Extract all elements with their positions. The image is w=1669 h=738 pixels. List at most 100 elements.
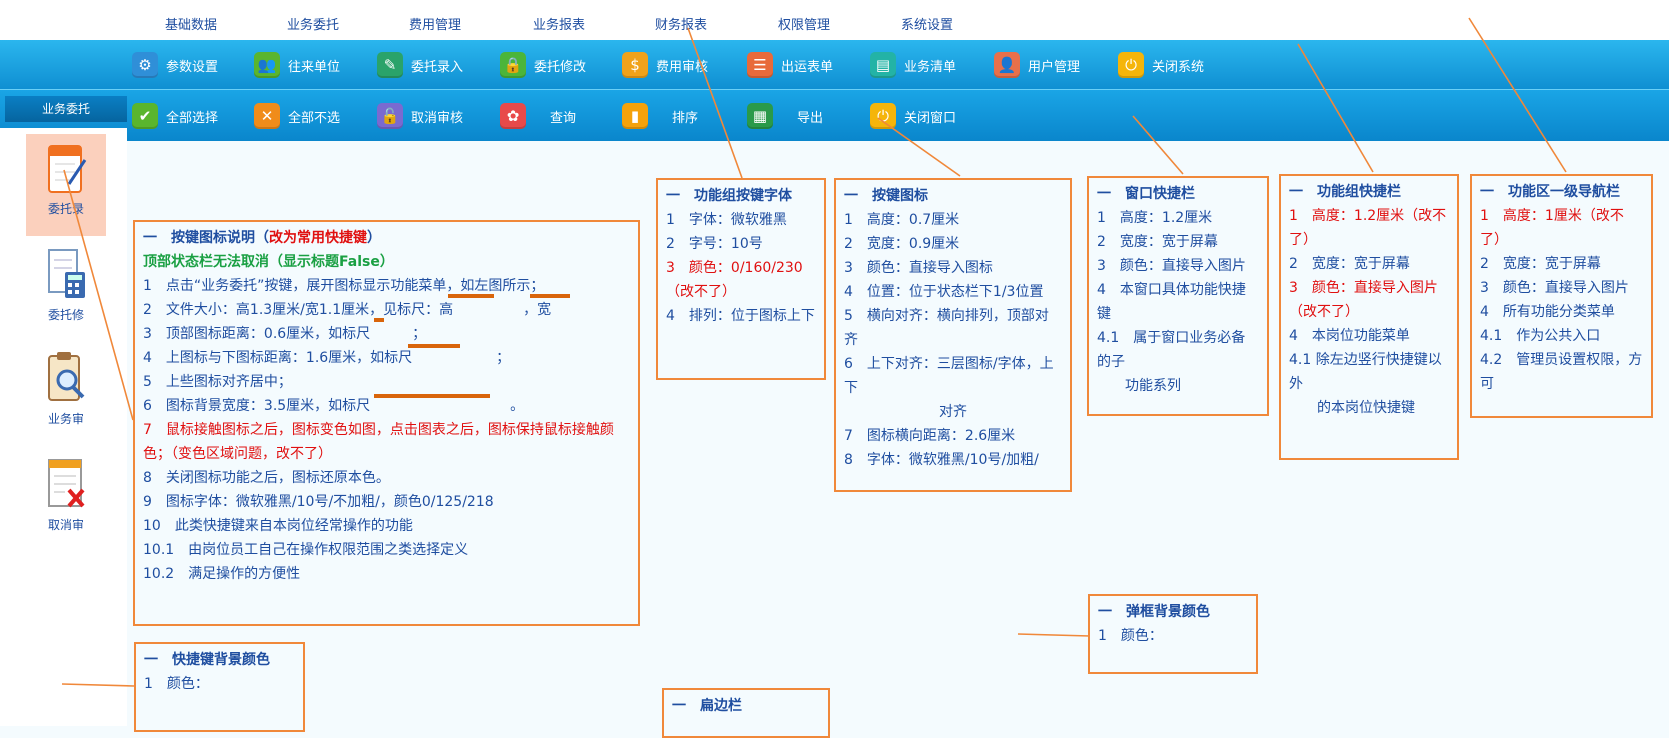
window-shortcut-bar: ✔全部选择 ✕全部不选 🔓取消审核 ✿查询 ▮排序 ▦ 导出 ⏻关闭窗口	[0, 89, 1669, 141]
toolbar-button-cancel-audit[interactable]: 🔓取消审核	[377, 103, 463, 129]
power-icon: ⏻	[870, 103, 896, 129]
note-line: 4 位置：位于状态栏下1/3位置	[844, 284, 1044, 300]
edit-icon: ✎	[377, 52, 403, 78]
toolbar-button-sort[interactable]: ▮排序	[622, 103, 698, 129]
ruler-mark	[374, 394, 490, 398]
sidebar-item-cancel-audit[interactable]: 取消审	[26, 456, 106, 533]
sidebar-item-label: 委托修	[47, 308, 84, 322]
spreadsheet-icon: ▦	[747, 103, 773, 129]
toolbar-button-modify[interactable]: 🔒委托修改	[500, 52, 586, 78]
note-line: 4 本岗位功能菜单	[1289, 328, 1410, 344]
note-line: 10 此类快捷键来自本岗位经常操作的功能	[143, 518, 413, 534]
note-line: 2 宽度：宽于屏幕	[1097, 234, 1218, 250]
button-label: 取消审核	[411, 110, 464, 126]
toolbar-button-parameter-settings[interactable]: ⚙ 参数设置	[132, 52, 218, 78]
clipboard-icon: ▤	[870, 52, 896, 78]
note-line: 4.1 作为公共入口	[1480, 328, 1601, 344]
note-line: 2 文件大小：高1.3厘米/宽1.1厘米，见标尺：高 ，宽	[143, 302, 552, 318]
nav-item-financial-reports[interactable]: 财务报表	[655, 18, 708, 33]
button-label: 关闭系统	[1152, 59, 1205, 75]
toolbar-button-shipping-form[interactable]: ☰出运表单	[747, 52, 833, 78]
button-label: 排序	[672, 110, 699, 126]
toolbar-button-contacts[interactable]: 👥往来单位	[254, 52, 340, 78]
gear-icon: ⚙	[132, 52, 158, 78]
toolbar-button-close-system[interactable]: ⏻ 关闭系统	[1118, 52, 1204, 78]
button-label: 往来单位	[288, 59, 341, 75]
note-title: 一 按键图标	[844, 188, 928, 204]
note-line: 2 字号：10号	[666, 236, 763, 252]
note-icon-button-description: 一 按键图标说明（改为常用快捷键）顶部状态栏无法取消（显示标题False） 1 …	[133, 220, 640, 626]
nav-item-permission-management[interactable]: 权限管理	[778, 18, 831, 33]
note-line: 4.2 管理员设置权限，方可	[1480, 352, 1643, 392]
button-label: 参数设置	[166, 59, 219, 75]
note-line: 1 点击“业务委托”按键，展开图标显示功能菜单，如左图所示；	[143, 278, 545, 294]
note-title: 一 弹框背景颜色	[1098, 604, 1210, 620]
toolbar-button-select-all[interactable]: ✔全部选择	[132, 103, 218, 129]
sidebar-item-label: 取消审	[47, 518, 84, 532]
x-icon: ✕	[254, 103, 280, 129]
note-title: 一 窗口快捷栏	[1097, 186, 1195, 202]
toolbar-button-entry[interactable]: ✎委托录入	[377, 52, 463, 78]
note-line: 7 图标横向距离：2.6厘米	[844, 428, 1016, 444]
note-line: 3 颜色：直接导入图标	[844, 260, 993, 276]
users-icon: 👤	[994, 52, 1020, 78]
nav-item-business-delegation[interactable]: 业务委托	[287, 18, 340, 33]
toolbar-button-export[interactable]: ▦ 导出	[747, 103, 823, 129]
button-label: 费用审核	[656, 59, 709, 75]
toolbar-button-query[interactable]: ✿查询	[500, 103, 576, 129]
note-line: 1 高度：1厘米（改不了）	[1480, 208, 1624, 248]
sidebar-item-delegation-modify[interactable]: 委托修	[26, 246, 106, 323]
nav-item-basic-data[interactable]: 基础数据	[165, 18, 218, 33]
document-calculator-icon	[45, 246, 87, 302]
sidebar-item-business-audit[interactable]: 业务审	[26, 350, 106, 427]
note-title: 一 功能区一级导航栏	[1480, 184, 1620, 200]
note-line: 10.1 由岗位员工自己在操作权限范围之类选择定义	[143, 542, 469, 558]
note-line: 8 关闭图标功能之后，图标还原本色。	[143, 470, 390, 486]
nav-item-system-settings[interactable]: 系统设置	[901, 18, 954, 33]
power-icon: ⏻	[1118, 52, 1144, 78]
ruler-mark	[408, 344, 460, 348]
note-line: 3 颜色：直接导入图片	[1480, 280, 1629, 296]
money-bag-icon: $	[622, 52, 648, 78]
document-x-icon	[45, 456, 87, 512]
note-line: 5 横向对齐：横向排列，顶部对齐	[844, 308, 1049, 348]
note-line: 9 图标字体：微软雅黑/10号/不加粗/，颜色0/125/218	[143, 494, 494, 510]
note-line: 8 字体：微软雅黑/10号/加粗/	[844, 452, 1039, 468]
ruler-mark	[448, 294, 494, 298]
note-line: 4 本窗口具体功能快捷键	[1097, 282, 1246, 322]
toolbar-button-close-window[interactable]: ⏻关闭窗口	[870, 103, 956, 129]
tab-business-delegation[interactable]: 业务委托	[5, 96, 127, 122]
note-line: 1 颜色：	[1098, 628, 1163, 644]
note-line: 1 字体：微软雅黑	[666, 212, 787, 228]
ruler-mark	[374, 318, 384, 322]
nav-item-fee-management[interactable]: 费用管理	[409, 18, 462, 33]
note-title: 一 按键图标说明（改为常用快捷键）顶部状态栏无法取消（显示标题False）	[143, 230, 394, 270]
note-line: 7 鼠标接触图标之后，图标变色如图，点击图表之后，图标保持鼠标接触颜色；（变色区…	[143, 422, 614, 462]
note-title: 一 快捷键背景颜色	[144, 652, 270, 668]
nav-item-business-reports[interactable]: 业务报表	[533, 18, 586, 33]
note-line: 4.1 属于窗口业务必备的子	[1097, 330, 1246, 370]
sidebar-item-delegation-entry[interactable]: 委托录	[26, 134, 106, 236]
note-popup-background-color: 一 弹框背景颜色 1 颜色：	[1088, 594, 1258, 674]
note-line: 功能系列	[1097, 378, 1181, 394]
button-label: 导出	[797, 110, 824, 126]
note-line: 6 图标背景宽度：3.5厘米，如标尺 。	[143, 398, 525, 414]
note-line: 1 高度：1.2厘米	[1097, 210, 1213, 226]
toolbar-button-business-list[interactable]: ▤业务清单	[870, 52, 956, 78]
toolbar-button-fee-audit[interactable]: $ 费用审核	[622, 52, 708, 78]
check-icon: ✔	[132, 103, 158, 129]
paw-icon: ✿	[500, 103, 526, 129]
note-shortcut-background-color: 一 快捷键背景颜色 1 颜色：	[134, 642, 305, 732]
note-line: 10.2 满足操作的方便性	[143, 566, 301, 582]
toolbar-button-user-management[interactable]: 👤用户管理	[994, 52, 1080, 78]
note-function-group-shortcut-bar: 一 功能组快捷栏 1 高度：1.2厘米（改不了） 2 宽度：宽于屏幕 3 颜色：…	[1279, 174, 1459, 460]
note-line: 4 上图标与下图标距离：1.6厘米，如标尺 ；	[143, 350, 511, 366]
note-line: 4 排列：位于图标上下	[666, 308, 815, 324]
note-line: 的本岗位快捷键	[1289, 400, 1415, 416]
note-level1-navigation-bar: 一 功能区一级导航栏 1 高度：1厘米（改不了） 2 宽度：宽于屏幕 3 颜色：…	[1470, 174, 1653, 418]
ruler-mark	[530, 294, 570, 298]
toolbar-button-deselect-all[interactable]: ✕全部不选	[254, 103, 340, 129]
note-line: 4 所有功能分类菜单	[1480, 304, 1615, 320]
note-title: 一 功能组按键字体	[666, 188, 792, 204]
